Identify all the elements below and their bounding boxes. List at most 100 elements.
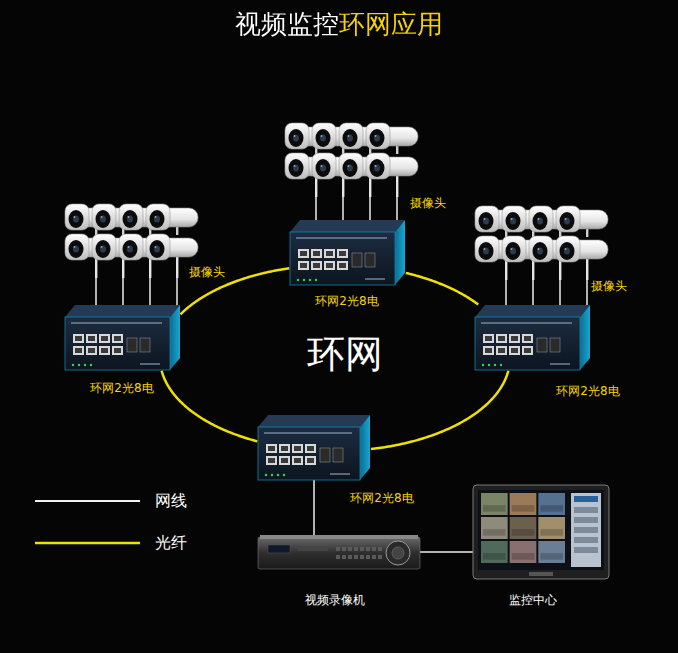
illustration-part xyxy=(92,204,116,230)
illustration-part xyxy=(86,334,97,343)
illustration-part xyxy=(92,234,144,260)
device-label: 摄像头 xyxy=(591,279,627,293)
illustration-part xyxy=(99,334,110,343)
illustration-part xyxy=(311,261,322,270)
illustration-part xyxy=(565,218,567,220)
illustration-part xyxy=(375,135,377,137)
illustration-part xyxy=(556,236,580,262)
illustration-part xyxy=(498,348,505,353)
illustration-part xyxy=(586,259,588,280)
illustration-part xyxy=(360,555,364,559)
illustration-part xyxy=(396,146,398,154)
illustration-part xyxy=(74,216,76,218)
illustration-part xyxy=(580,305,590,370)
illustration-part xyxy=(484,248,486,250)
illustration-part xyxy=(512,505,535,512)
illustration-part xyxy=(127,338,137,352)
legend-line-sample xyxy=(35,500,140,502)
illustration-part xyxy=(556,236,608,262)
camera-group: 摄像头 xyxy=(65,203,199,278)
illustration-part xyxy=(73,334,84,343)
illustration-part xyxy=(564,247,570,254)
illustration-part xyxy=(307,458,314,463)
illustration-part xyxy=(86,346,97,355)
monitor-center: 监控中心 xyxy=(473,485,609,579)
illustration-part xyxy=(289,129,304,147)
illustration-part xyxy=(155,246,157,248)
illustration-part xyxy=(511,336,518,341)
illustration-part xyxy=(313,251,320,256)
illustration-part xyxy=(348,547,352,551)
illustration-part xyxy=(483,529,506,536)
illustration-part xyxy=(313,263,320,268)
illustration-part xyxy=(538,493,565,515)
illustration-part xyxy=(266,444,277,453)
illustration-part xyxy=(374,164,380,171)
illustration-part xyxy=(305,456,316,465)
illustration-part xyxy=(123,240,138,258)
illustration-part xyxy=(176,257,178,278)
illustration-part xyxy=(264,432,352,434)
diagram-title: 视频监控环网应用 xyxy=(235,8,443,42)
ring-switch: 环网2光8电 xyxy=(65,305,180,370)
illustration-part xyxy=(149,257,151,278)
device-label: 环网2光8电 xyxy=(556,384,619,398)
illustration-part xyxy=(370,129,385,147)
illustration-part xyxy=(122,257,124,278)
illustration-part xyxy=(565,248,567,250)
illustration-part xyxy=(265,474,267,476)
fiber-link xyxy=(162,371,258,442)
illustration-part xyxy=(150,210,165,228)
illustration-part xyxy=(112,334,123,343)
illustration-part xyxy=(75,348,82,353)
illustration-part xyxy=(296,237,387,239)
illustration-part xyxy=(483,346,494,355)
illustration-part xyxy=(571,493,601,567)
illustration-part xyxy=(300,251,307,256)
illustration-part xyxy=(494,364,496,366)
illustration-part xyxy=(481,517,508,539)
illustration-part xyxy=(343,159,358,177)
network-cable xyxy=(96,278,177,305)
illustration-part xyxy=(488,364,490,366)
camera-group-picture xyxy=(65,203,199,278)
illustration-part xyxy=(378,555,382,559)
illustration-part xyxy=(342,555,346,559)
illustration-part xyxy=(294,446,301,451)
device-label: 环网2光8电 xyxy=(350,491,413,505)
illustration-part xyxy=(73,346,84,355)
illustration-part xyxy=(529,206,581,232)
illustration-part xyxy=(540,505,563,512)
illustration-part xyxy=(336,555,340,559)
illustration-part xyxy=(65,204,117,230)
illustration-part xyxy=(574,527,598,533)
illustration-part xyxy=(529,236,553,262)
illustration-part xyxy=(150,240,165,258)
ring-switch-picture xyxy=(475,305,590,370)
illustration-part xyxy=(298,546,328,551)
illustration-part xyxy=(524,336,531,341)
illustration-part xyxy=(511,248,513,250)
equipment-label: 监控中心 xyxy=(509,593,557,607)
illustration-part xyxy=(315,176,317,197)
illustration-part xyxy=(99,346,110,355)
illustration-part xyxy=(127,215,133,222)
illustration-part xyxy=(321,135,323,137)
illustration-part xyxy=(320,134,326,141)
illustration-part xyxy=(112,346,123,355)
illustration-part xyxy=(292,444,303,453)
illustration-part xyxy=(366,547,370,551)
illustration-part xyxy=(307,446,314,451)
illustration-part xyxy=(119,204,171,230)
illustration-part xyxy=(72,364,74,366)
illustration-part xyxy=(574,517,598,523)
illustration-part xyxy=(127,245,133,252)
illustration-part xyxy=(146,204,170,230)
illustration-part xyxy=(119,234,143,260)
illustration-part xyxy=(311,249,322,258)
illustration-part xyxy=(510,247,516,254)
illustration-part xyxy=(300,263,307,268)
illustration-part xyxy=(312,123,336,149)
illustration-part xyxy=(65,317,170,370)
